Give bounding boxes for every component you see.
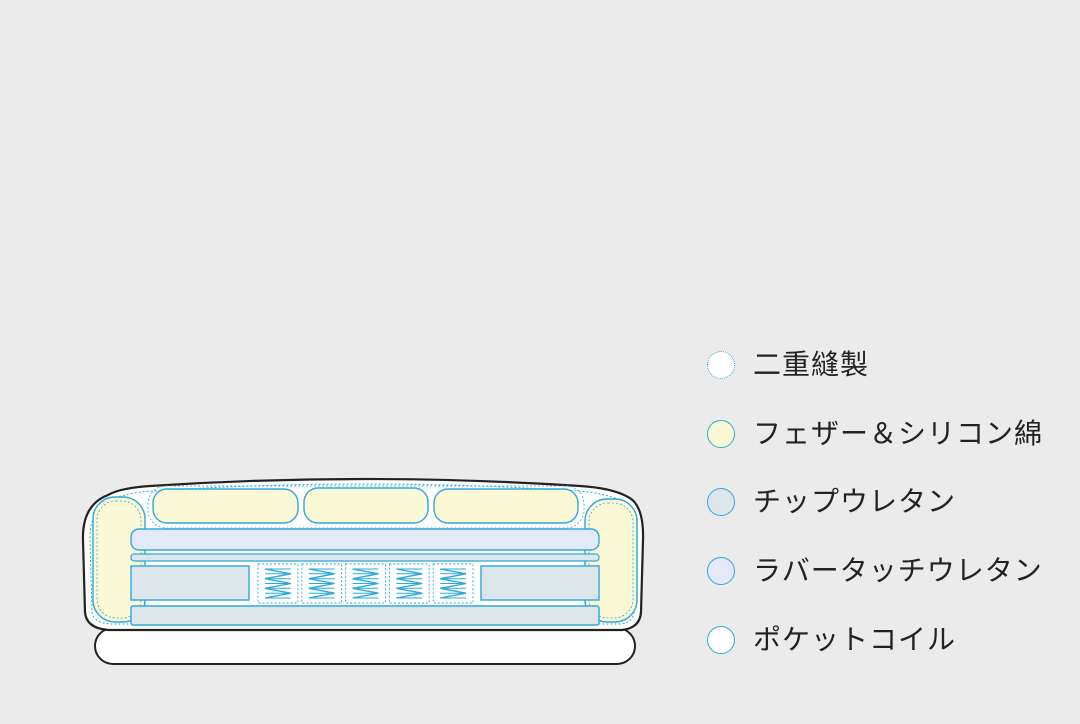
legend-label: ポケットコイル [753, 623, 957, 656]
legend-item-double-stitch: 二重縫製 [707, 345, 869, 385]
legend-item-feather: フェザー＆シリコン綿 [707, 414, 1043, 454]
back-cushion-center [303, 487, 429, 524]
double-stitch-swatch-icon [707, 351, 735, 379]
seat-thin-layer [130, 553, 600, 562]
chip-urethane-right [480, 565, 600, 601]
chip-urethane-swatch-icon [707, 488, 735, 516]
seat-top-layer [130, 528, 600, 551]
legend-item-rubber-urethane: ラバータッチウレタン [707, 551, 1043, 591]
legend-label: ラバータッチウレタン [753, 554, 1043, 587]
legend-label: フェザー＆シリコン綿 [753, 417, 1044, 450]
back-cushion-right [433, 488, 579, 524]
legend-label: チップウレタン [753, 485, 957, 518]
seat-bottom-layer [130, 605, 600, 626]
legend-item-chip-urethane: チップウレタン [707, 482, 956, 522]
sofa-base [94, 627, 636, 665]
pocket-coil-swatch-icon [707, 626, 735, 654]
back-cushion-left [152, 488, 299, 524]
legend-item-pocket-coil: ポケットコイル [707, 620, 956, 660]
rubber-urethane-swatch-icon [707, 557, 735, 585]
pocket-coils [257, 563, 474, 604]
legend-label: 二重縫製 [753, 348, 870, 381]
feather-swatch-icon [707, 420, 735, 448]
chip-urethane-left [130, 565, 250, 601]
